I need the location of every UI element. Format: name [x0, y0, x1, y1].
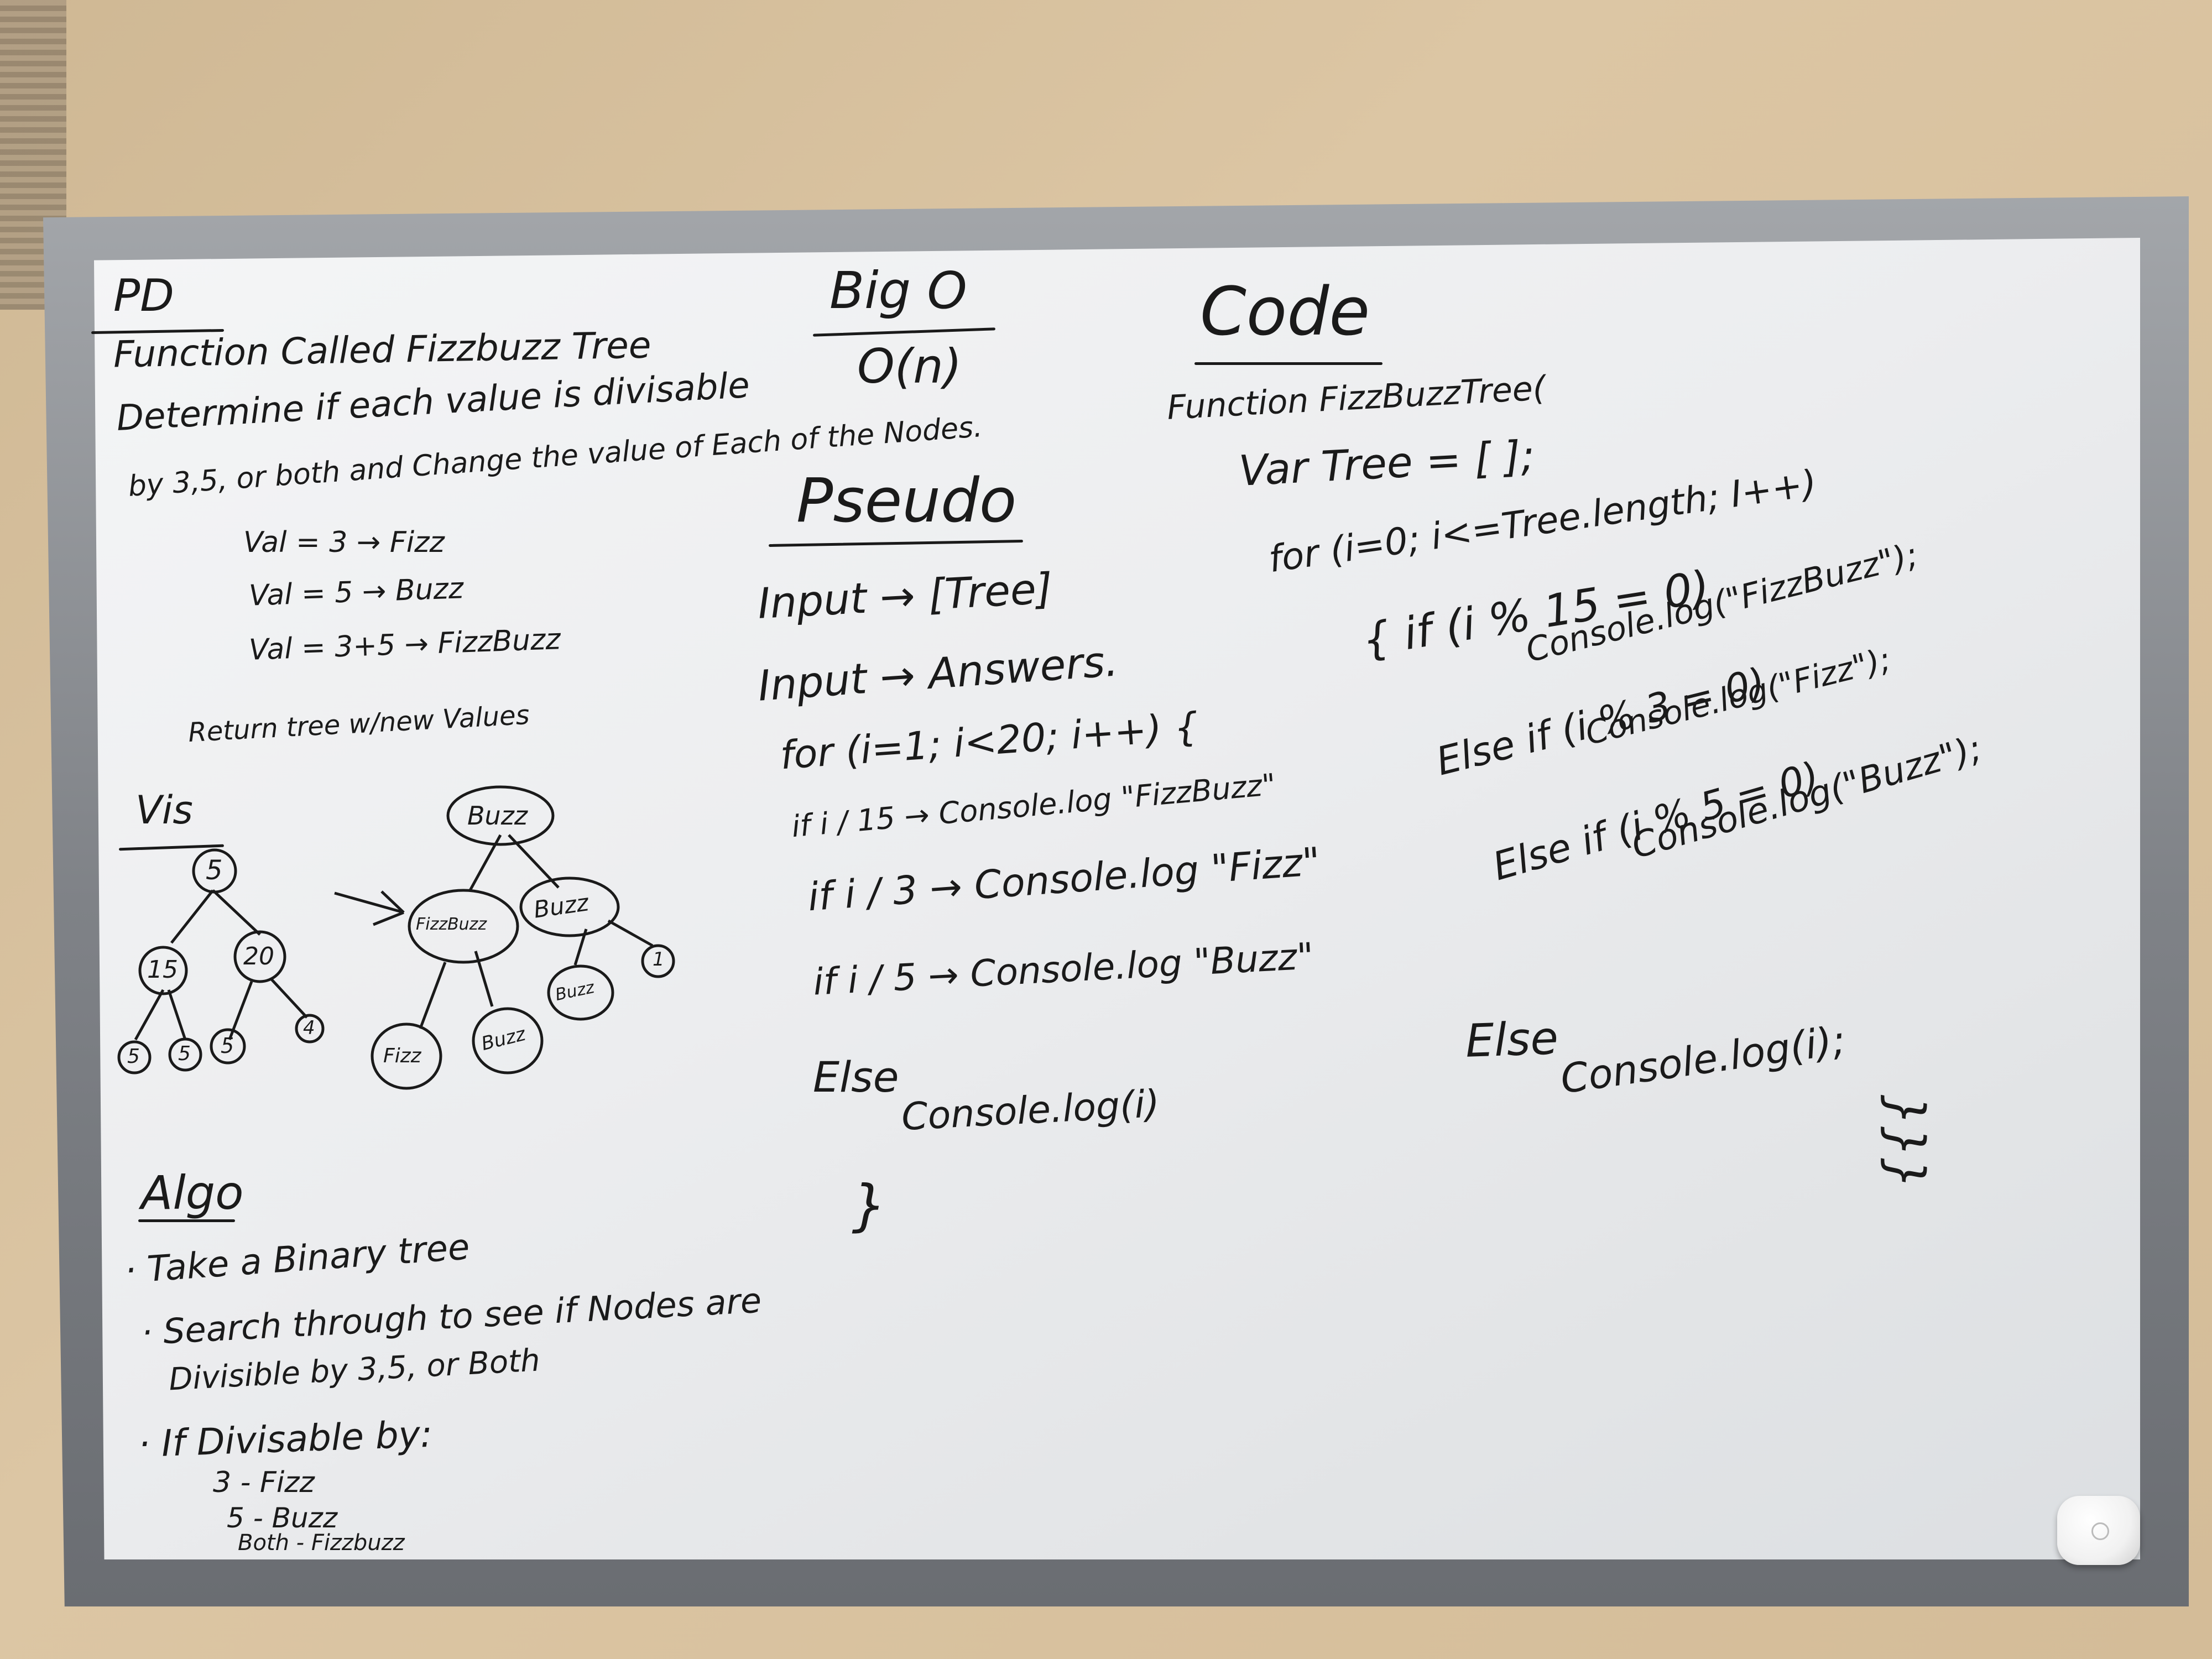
- input-tree-node-l2-3: 4: [303, 1017, 315, 1039]
- input-tree-root: 5: [206, 855, 223, 886]
- output-tree-root: Buzz: [467, 801, 528, 831]
- whiteboard-surface: [94, 238, 2140, 1559]
- big-o-value: O(n): [857, 339, 962, 394]
- vis-heading: Vis: [135, 787, 193, 833]
- algo-line-5: 3 - Fizz: [213, 1466, 315, 1499]
- pseudo-heading: Pseudo: [796, 465, 1017, 536]
- pseudo-line-7: Else: [813, 1052, 899, 1102]
- pd-line-4: Val = 3 → Fizz: [243, 526, 445, 559]
- code-underline: [1194, 362, 1383, 365]
- algo-heading: Algo: [141, 1166, 244, 1220]
- whiteboard-eraser[interactable]: [2057, 1496, 2140, 1565]
- output-tree-node-l2-3: 1: [653, 948, 665, 971]
- eraser-logo-icon: [2091, 1522, 2109, 1540]
- pd-heading: PD: [113, 270, 174, 321]
- algo-line-7: Both - Fizzbuzz: [238, 1530, 405, 1556]
- algo-line-4: · If Divisable by:: [137, 1412, 434, 1466]
- input-tree-node-l1-1: 20: [243, 942, 274, 971]
- algo-underline: [138, 1219, 235, 1222]
- input-tree-node-l2-2: 5: [221, 1034, 234, 1058]
- algo-line-6: 5 - Buzz: [227, 1502, 338, 1534]
- input-tree-node-l2-1: 5: [178, 1042, 191, 1065]
- input-tree-node-l1-0: 15: [147, 956, 178, 984]
- output-tree-node-l2-0: Fizz: [383, 1045, 421, 1067]
- output-tree-node-l1-0: FizzBuzz: [416, 915, 487, 934]
- big-o-heading: Big O: [830, 261, 967, 320]
- input-tree-node-l2-0: 5: [127, 1045, 140, 1068]
- code-heading: Code: [1200, 274, 1370, 351]
- pseudo-line-9: }: [852, 1173, 887, 1238]
